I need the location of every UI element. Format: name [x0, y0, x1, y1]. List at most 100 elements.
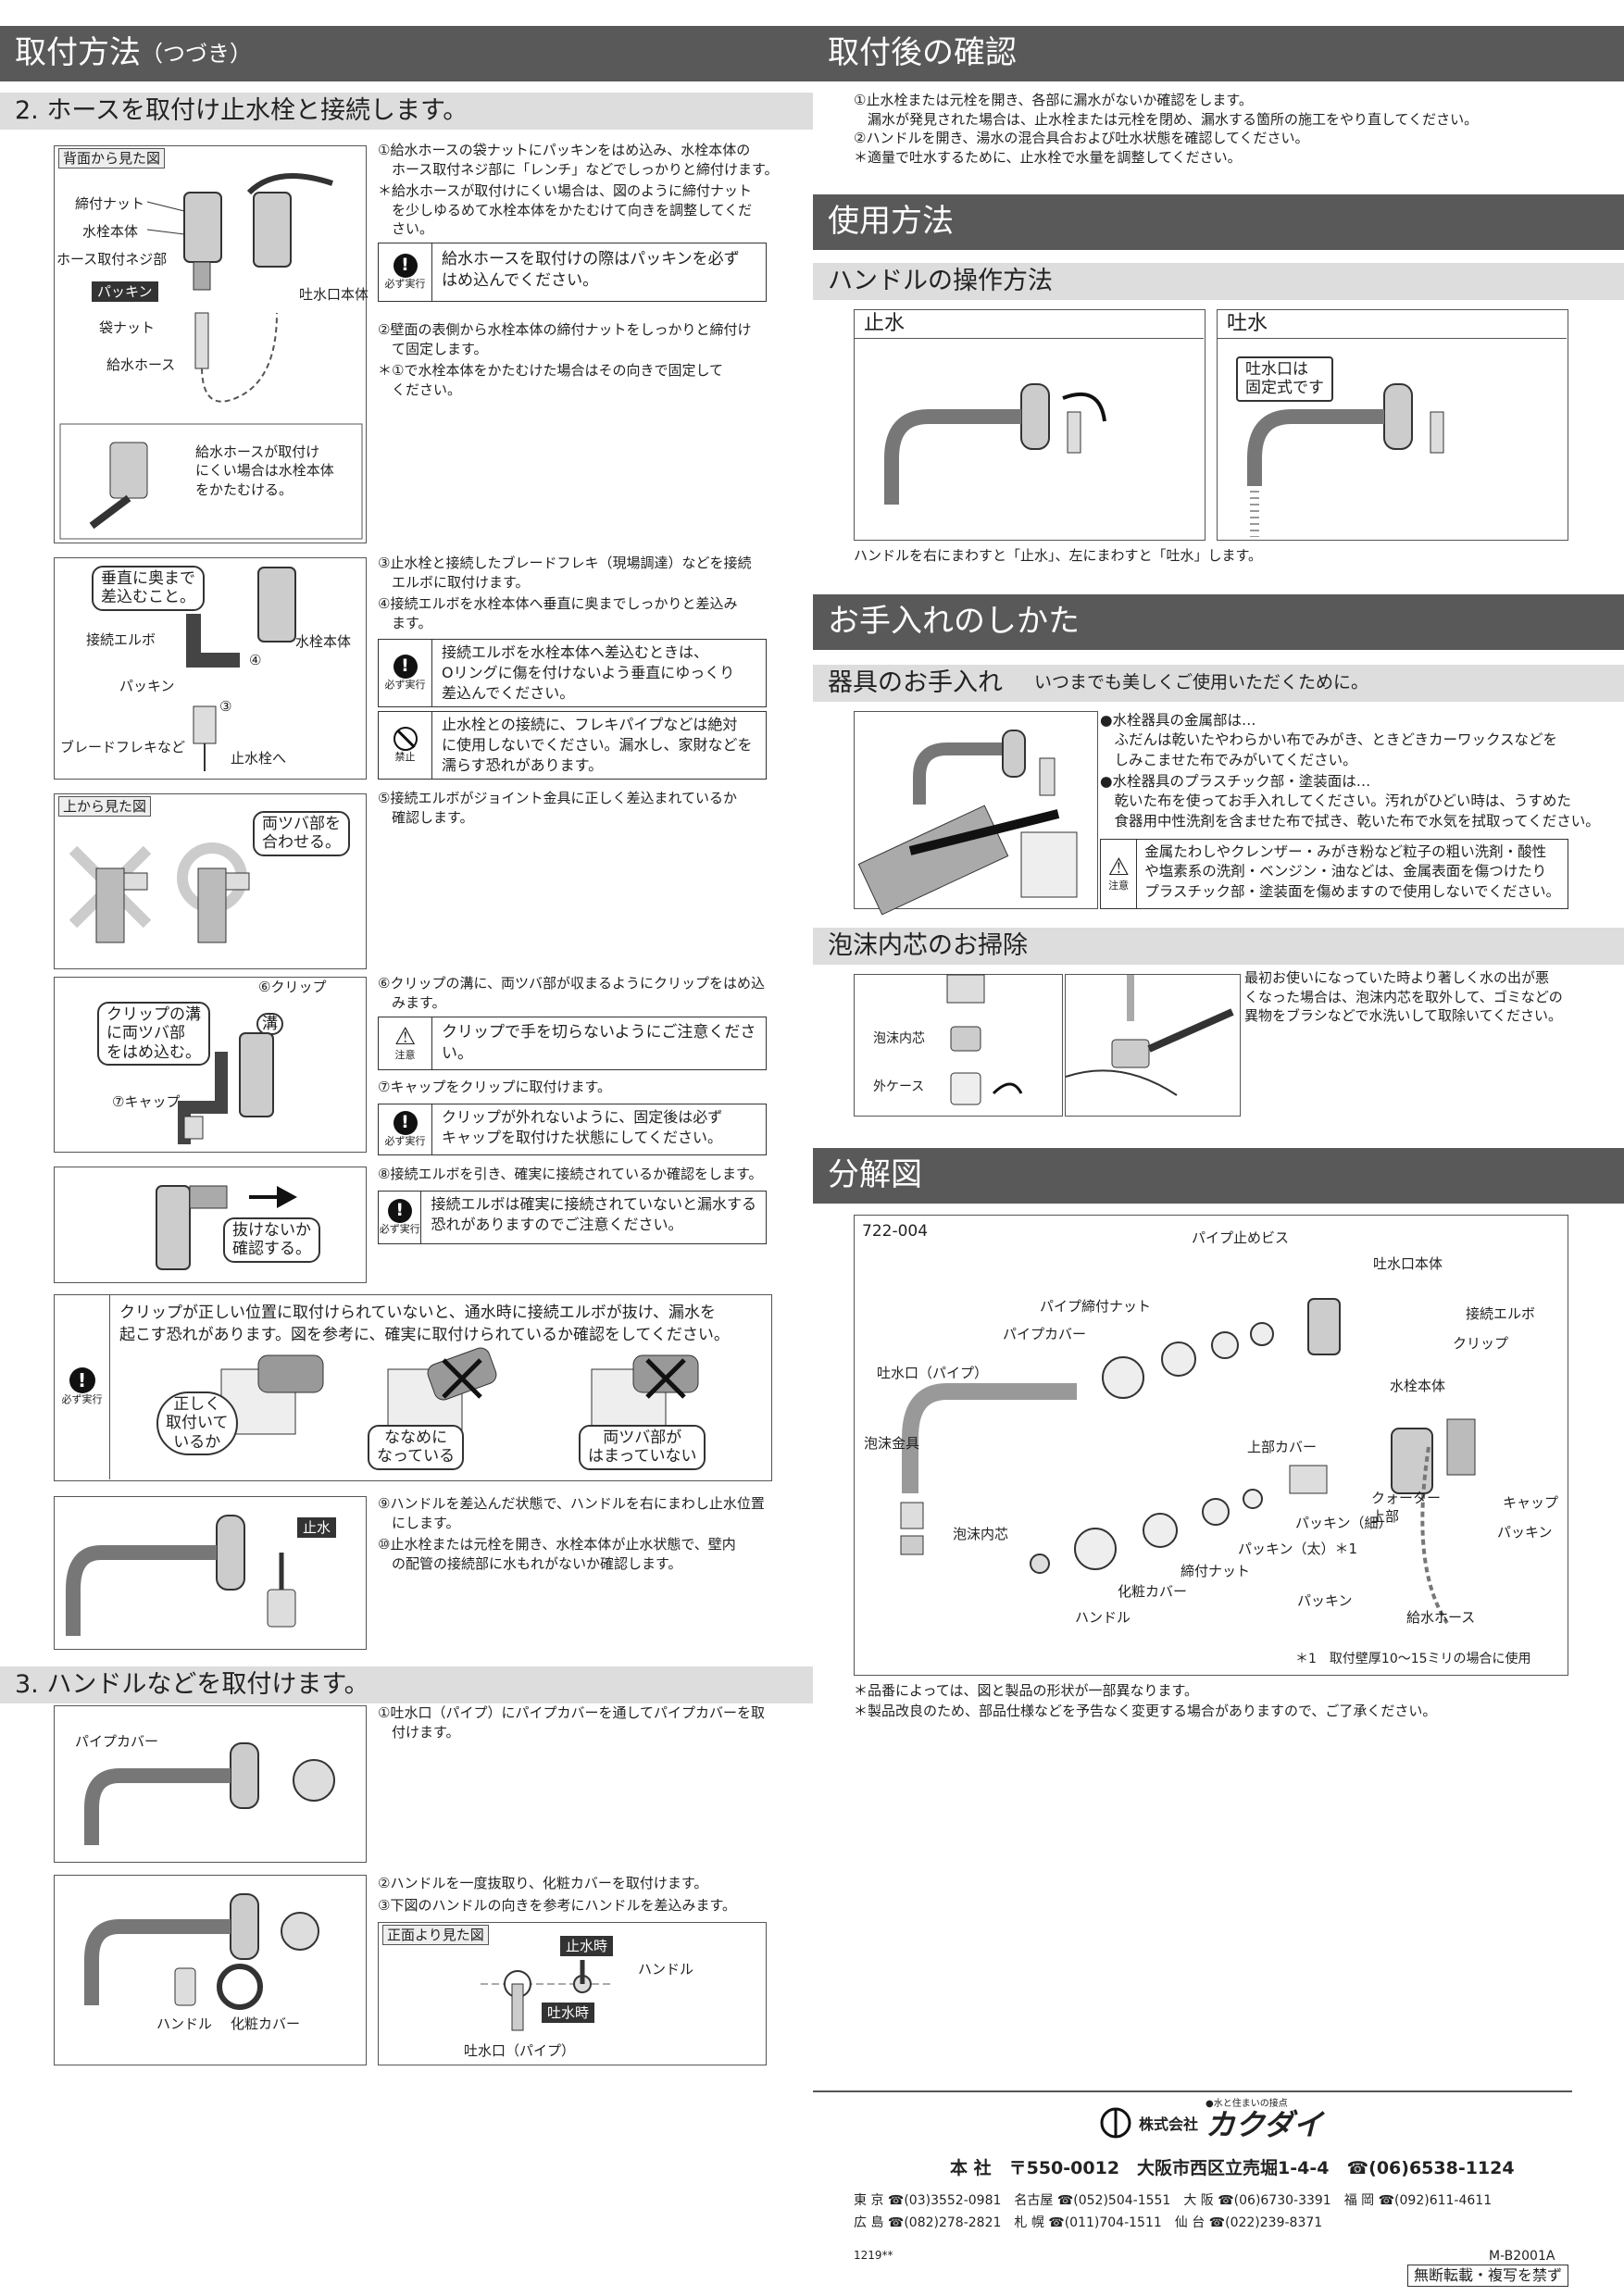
part-packing-a: パッキン	[1497, 1524, 1553, 1541]
part-deco-cover: 化粧カバー	[1118, 1583, 1188, 1600]
note-body: クリップで手を切らないようにご注意ください。	[442, 1022, 756, 1063]
panel-handle-stop: 止水	[54, 1496, 367, 1650]
part-pipe-cover: パイプカバー	[1003, 1326, 1087, 1342]
part-supply-hose: 給水ホース	[1406, 1609, 1476, 1626]
part-pipe-screw: パイプ止めビス	[1192, 1229, 1290, 1246]
label-num4: ④	[249, 652, 262, 668]
panel-hose-figure: 背面から見た図 締付ナット 水栓本体 ホース取付ネジ部 パッキン 袋ナット 給水…	[54, 145, 369, 543]
label-outer-case: 外ケース	[873, 1079, 925, 1094]
warning-icon-label: 必ず実行	[61, 1393, 103, 1406]
inset-note: 給水ホースが取付け にくい場合は水栓本体 をかたむける。	[195, 443, 334, 498]
note-icon-label: 禁止	[394, 750, 416, 763]
label-flex: ブレードフレキなど	[60, 739, 186, 755]
p1-text-3: ②壁面の表側から水栓本体の締付ナットをしっかりと締付け て固定します。	[378, 321, 752, 357]
tag-stop: 止水	[297, 1517, 337, 1539]
bubble-clip: クリップの溝 に両ツバ部 をはめ込む。	[97, 1002, 210, 1067]
part-valve-body: 水栓本体	[1390, 1378, 1446, 1394]
p1-text-2: ＊給水ホースが取付けにくい場合は、図のように締付ナット を少しゆるめて水栓本体を…	[378, 182, 753, 238]
hose-illustration	[59, 173, 363, 540]
part-elbow: 接続エルボ	[1466, 1305, 1536, 1322]
p2-note-2: 禁止 止水栓との接続に、フレキパイプなどは絶対 に使用しないでください。漏水し、…	[378, 711, 767, 780]
p1-text-4: ＊①で水栓本体をかたむけた場合はその向きで固定して ください。	[378, 362, 723, 398]
step3-title: 3. ハンドルなどを取付けます。	[0, 1666, 813, 1703]
p4-text-2: ⑦キャップをクリップに取付けます。	[378, 1079, 611, 1095]
note-body: 金属たわしやクレンザー・みがき粉など粒子の粗い洗剤・酸性 や塩素系の洗剤・ベンジ…	[1144, 843, 1560, 900]
part-clip: クリップ	[1453, 1335, 1509, 1352]
panel-front-view: 正面より見た図 止水時 吐水時 ハンドル 吐水口（パイプ）	[378, 1922, 767, 2065]
p5-note-1: !必ず実行 接続エルボは確実に接続されていないと漏水する 恐れがありますのでご注…	[378, 1191, 767, 1244]
exclamation-icon: !	[393, 1110, 418, 1135]
panel-aerator-2	[1065, 974, 1241, 1117]
copyright-box: 無断転載・複写を禁ず	[1407, 2265, 1569, 2287]
note-icon-label: 必ず実行	[379, 1222, 420, 1235]
doc-number: M-B2001A	[1489, 2249, 1555, 2264]
label-body: 水栓本体	[82, 223, 139, 240]
bubble-vertical: 垂直に奥まで 差込むこと。	[92, 566, 205, 611]
part-upper-cover: 上部カバー	[1247, 1439, 1318, 1455]
label-spout-body: 吐水口本体	[299, 286, 369, 303]
care-plastic: ●水栓器具のプラスチック部・塗装面は… 乾いた布を使ってお手入れしてください。汚…	[1100, 773, 1600, 830]
panel-care-figure	[854, 711, 1098, 916]
footer-rule	[813, 2090, 1572, 2092]
handle-stop-illustration	[66, 1515, 296, 1636]
label-deco-cover: 化粧カバー	[231, 2015, 301, 2032]
warning-icon: ⚠	[394, 1022, 417, 1051]
note-body: クリップが外れないように、固定後は必ず キャップを取付けた状態にしてください。	[442, 1108, 723, 1147]
label-to-valve: 止水栓へ	[231, 750, 287, 767]
bubble-fixed: 吐水口は 固定式です	[1236, 356, 1333, 402]
part-cap: キャップ	[1503, 1494, 1559, 1511]
panel-exploded-view: 722-004 パイプ止めビス 吐水口本体 パイプ締付ナット パイプカバー 吐水…	[854, 1215, 1568, 1676]
clip-illustration	[178, 1032, 274, 1144]
warning-text: クリップが正しい位置に取付けられていないと、通水時に接続エルボが抜け、漏水を 起…	[119, 1304, 730, 1344]
pull-illustration	[156, 1185, 297, 1270]
front-view-illustration	[481, 1960, 610, 2031]
label-front-handle: ハンドル	[638, 1961, 694, 1978]
branches-line1: 東 京 ☎(03)3552-0981 名古屋 ☎(052)504-1551 大 …	[854, 2193, 1493, 2208]
bubble-tilted: ななめに なっている	[368, 1425, 465, 1470]
label-clip: ⑥クリップ	[258, 979, 327, 995]
exclamation-icon: !	[387, 1198, 412, 1223]
note-body: 接続エルボは確実に接続されていないと漏水する 恐れがありますのでご注意ください。	[431, 1195, 756, 1234]
note-icon-label: 注意	[394, 1048, 416, 1061]
note-body: 給水ホースを取付けの際はパッキンを必ず はめ込んでください。	[442, 250, 740, 291]
p7-text-1: ⑨ハンドルを差込んだ状態で、ハンドルを右にまわし止水位置 にします。	[378, 1495, 765, 1531]
header-sub: （つづき）	[141, 40, 252, 67]
part-quarter-top: クォーター 上部	[1371, 1490, 1442, 1525]
label-hose: 給水ホース	[106, 356, 176, 373]
step2-title: 2. ホースを取付け止水栓と接続します。	[0, 93, 813, 130]
label-num3: ③	[219, 698, 232, 715]
branches-line2: 広 島 ☎(082)278-2821 札 幌 ☎(011)704-1511 仙 …	[854, 2215, 1323, 2230]
care-sub-desc: いつまでも美しくご使用いただくために。	[1034, 672, 1369, 693]
label-elbow: 接続エルボ	[86, 631, 156, 648]
p8-text-1: ①吐水口（パイプ）にパイプカバーを通してパイプカバーを取 付けます。	[378, 1704, 766, 1741]
tag-packing: パッキン	[92, 281, 158, 303]
panel-top-view: 上から見た図 両ツバ部を 合わせる。	[54, 793, 367, 969]
part-spout-pipe: 吐水口（パイプ）	[877, 1365, 989, 1381]
label-packing2: パッキン	[119, 678, 175, 694]
p1-text-1: ①給水ホースの袋ナットにパッキンをはめ込み、水栓本体の ホース取付ネジ部に「レン…	[378, 142, 779, 178]
part-aerator-fitting: 泡沫金具	[864, 1435, 920, 1452]
p1-note: !必ず実行 給水ホースを取付けの際はパッキンを必ず はめ込んでください。	[378, 243, 767, 302]
section-header-care: お手入れのしかた	[813, 594, 1624, 650]
section-header-exploded: 分解図	[813, 1148, 1624, 1204]
p9-text-2: ③下図のハンドルの向きを参考にハンドルを差込みます。	[378, 1897, 736, 1914]
note-product-shape: ＊品番によっては、図と製品の形状が一部異なります。	[854, 1682, 1199, 1699]
label-front-spout: 吐水口（パイプ）	[464, 2042, 576, 2059]
p4-note-2: !必ず実行 クリップが外れないように、固定後は必ず キャップを取付けた状態にして…	[378, 1104, 767, 1155]
p9-text-1: ②ハンドルを一度抜取り、化粧カバーを取付けます。	[378, 1875, 708, 1891]
flow-illustration	[1247, 383, 1444, 537]
company-name: カクダイ	[1206, 2107, 1323, 2142]
stop-heading: 止水	[855, 310, 1204, 339]
section-header-confirm: 取付後の確認	[813, 26, 1624, 81]
section-header-install-cont: 取付方法（つづき）	[0, 26, 813, 81]
aerator-illustration	[946, 974, 1023, 1105]
p4-text-1: ⑥クリップの溝に、両ツバ部が収まるようにクリップをはめ込 みます。	[378, 975, 766, 1011]
handle-subtitle: ハンドルの操作方法	[813, 263, 1624, 300]
label-pipe-cover: パイプカバー	[75, 1733, 159, 1750]
prohibited-icon	[393, 726, 418, 751]
exclamation-icon: !	[69, 1367, 95, 1394]
p2-note-1: !必ず実行 接続エルボを水栓本体へ差込むときは、 Oリングに傷を付けないよう垂直…	[378, 639, 767, 707]
model-number: 722-004	[862, 1222, 929, 1241]
panel-stop-usage: 止水	[854, 309, 1206, 541]
panel-aerator-1: 泡沫内芯 外ケース	[854, 974, 1063, 1117]
